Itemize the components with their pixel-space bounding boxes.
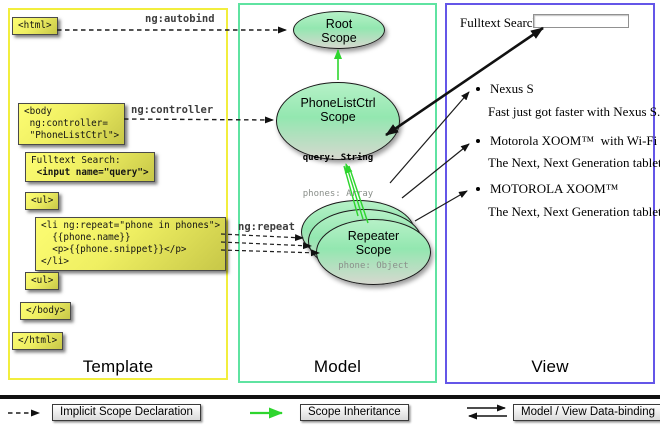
repeater-scope-ellipse-front: Repeater Scope phone: Object — [316, 219, 431, 285]
code-input-tag: <input name="query"> — [31, 167, 149, 179]
prop-query: query: String — [302, 153, 374, 164]
code-html-open: <html> — [12, 17, 58, 36]
phonelistctrl-scope-title: PhoneListCtrl Scope — [300, 96, 376, 125]
phonelistctrl-scope-ellipse: PhoneListCtrl Scope query: String phones… — [276, 82, 400, 199]
code-fulltext-label: Fulltext Search: — [31, 155, 121, 166]
root-scope-title: Root Scope — [321, 17, 357, 46]
legend-implicit-scope-declaration: Implicit Scope Declaration — [52, 404, 201, 421]
template-column-label: Template — [82, 357, 154, 376]
legend-separator — [0, 395, 660, 399]
code-fulltext-search: Fulltext Search: <input name="query"> — [25, 152, 155, 183]
root-scope-ellipse: Root Scope — [293, 11, 385, 49]
ng-repeat-label: ng:repeat — [238, 221, 295, 233]
prop-phone: phone: Object — [338, 260, 409, 271]
repeater-scope-title: Repeater Scope — [347, 229, 400, 258]
view-search-label: Fulltext Search: — [460, 15, 543, 30]
code-li-repeat: <li ng:repeat="phone in phones"> {{phone… — [35, 217, 227, 272]
code-body-close: </body> — [20, 302, 72, 321]
bullet-icon — [476, 139, 480, 143]
model-column-label: Model — [313, 357, 362, 376]
view-item-title: MOTOROLA XOOM™ — [490, 181, 619, 196]
view-column-label: View — [531, 357, 569, 376]
prop-phones: phones: Array — [302, 189, 374, 200]
ng-autobind-label: ng:autobind — [145, 13, 215, 25]
view-item-desc: Fast just got faster with Nexus S. — [488, 104, 660, 119]
view-item-title: Motorola XOOM™ with Wi-Fi — [490, 133, 658, 148]
ng-controller-label: ng:controller — [131, 104, 214, 116]
view-item-desc: The Next, Next Generation tablet. — [488, 155, 660, 170]
view-item-desc: The Next, Next Generation tablet. — [488, 204, 660, 219]
bullet-icon — [476, 87, 480, 91]
bullet-icon — [476, 187, 480, 191]
legend-scope-inheritance: Scope Inheritance — [300, 404, 409, 421]
code-body-open: <body ng:controller= "PhoneListCtrl"> — [18, 103, 126, 146]
view-item-title: Nexus S — [490, 81, 534, 96]
code-ul-close: <ul> — [25, 272, 60, 291]
legend-model-view-data-binding: Model / View Data-binding — [513, 404, 660, 421]
code-ul-open: <ul> — [25, 192, 60, 211]
fulltext-search-input[interactable] — [533, 14, 629, 28]
code-html-close: </html> — [12, 332, 64, 351]
